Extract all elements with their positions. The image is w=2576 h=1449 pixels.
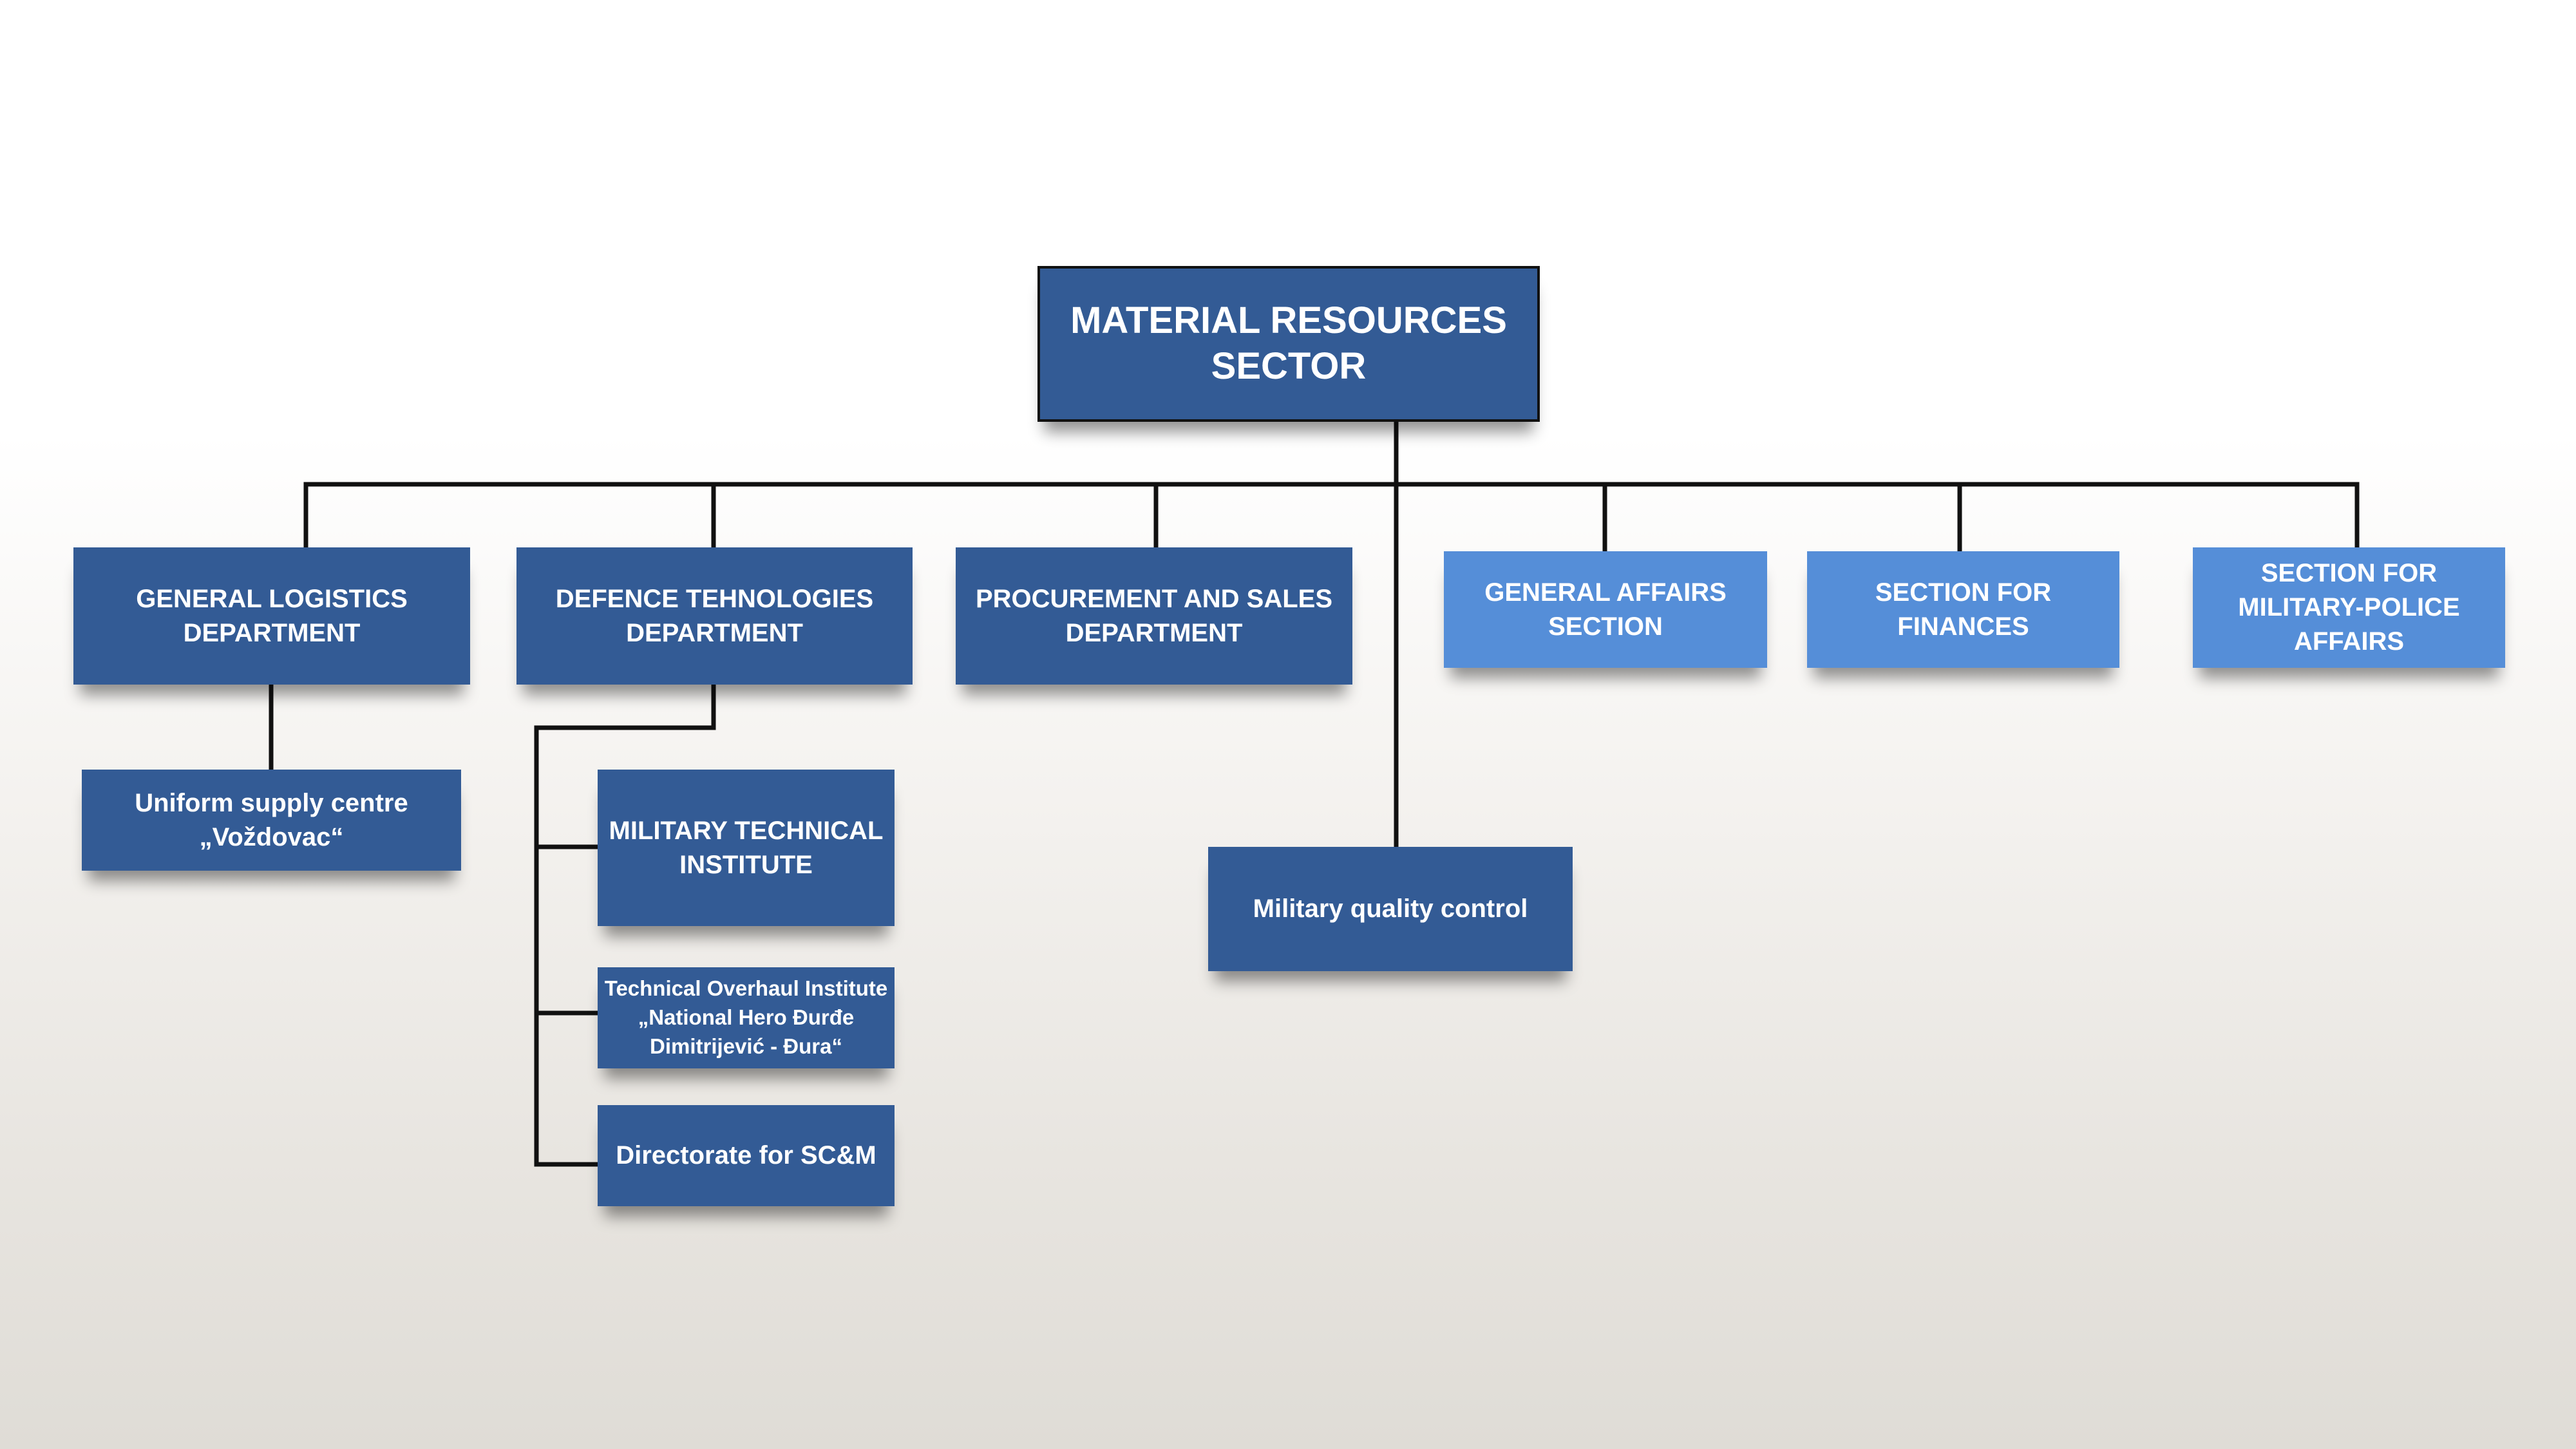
uniform-supply-centre-box: Uniform supply centre „Voždovac“ xyxy=(82,770,461,871)
section-for-finances-box: SECTION FOR FINANCES xyxy=(1807,551,2119,668)
procurement-sales-department-label: PROCUREMENT AND SALES DEPARTMENT xyxy=(975,584,1333,647)
general-affairs-section-box: GENERAL AFFAIRS SECTION xyxy=(1444,551,1767,668)
technical-overhaul-institute-box: Technical Overhaul Institute „National H… xyxy=(598,967,895,1068)
material-resources-sector-box: MATERIAL RESOURCES SECTOR xyxy=(1037,266,1540,422)
technical-overhaul-institute-label: Technical Overhaul Institute „National H… xyxy=(604,976,888,1058)
general-logistics-department-label: GENERAL LOGISTICS DEPARTMENT xyxy=(136,584,408,647)
military-quality-control-box: Military quality control xyxy=(1208,847,1573,971)
directorate-for-scm-box: Directorate for SC&M xyxy=(598,1105,895,1206)
defence-technologies-department-box: DEFENCE TEHNOLOGIES DEPARTMENT xyxy=(516,547,913,685)
military-technical-institute-label: MILITARY TECHNICAL INSTITUTE xyxy=(609,816,884,879)
general-affairs-section-label: GENERAL AFFAIRS SECTION xyxy=(1484,578,1727,641)
defence-technologies-department-label: DEFENCE TEHNOLOGIES DEPARTMENT xyxy=(555,584,874,647)
material-resources-sector-label: MATERIAL RESOURCES SECTOR xyxy=(1070,299,1507,387)
directorate-for-scm-label: Directorate for SC&M xyxy=(616,1141,876,1170)
procurement-sales-department-box: PROCUREMENT AND SALES DEPARTMENT xyxy=(956,547,1352,685)
military-quality-control-label: Military quality control xyxy=(1253,895,1528,923)
uniform-supply-centre-label: Uniform supply centre „Voždovac“ xyxy=(135,788,408,851)
military-police-affairs-section-label: SECTION FOR MILITARY-POLICE AFFAIRS xyxy=(2238,559,2460,656)
military-technical-institute-box: MILITARY TECHNICAL INSTITUTE xyxy=(598,770,895,926)
section-for-finances-label: SECTION FOR FINANCES xyxy=(1875,578,2052,641)
military-police-affairs-section-box: SECTION FOR MILITARY-POLICE AFFAIRS xyxy=(2193,547,2505,668)
general-logistics-department-box: GENERAL LOGISTICS DEPARTMENT xyxy=(73,547,470,685)
